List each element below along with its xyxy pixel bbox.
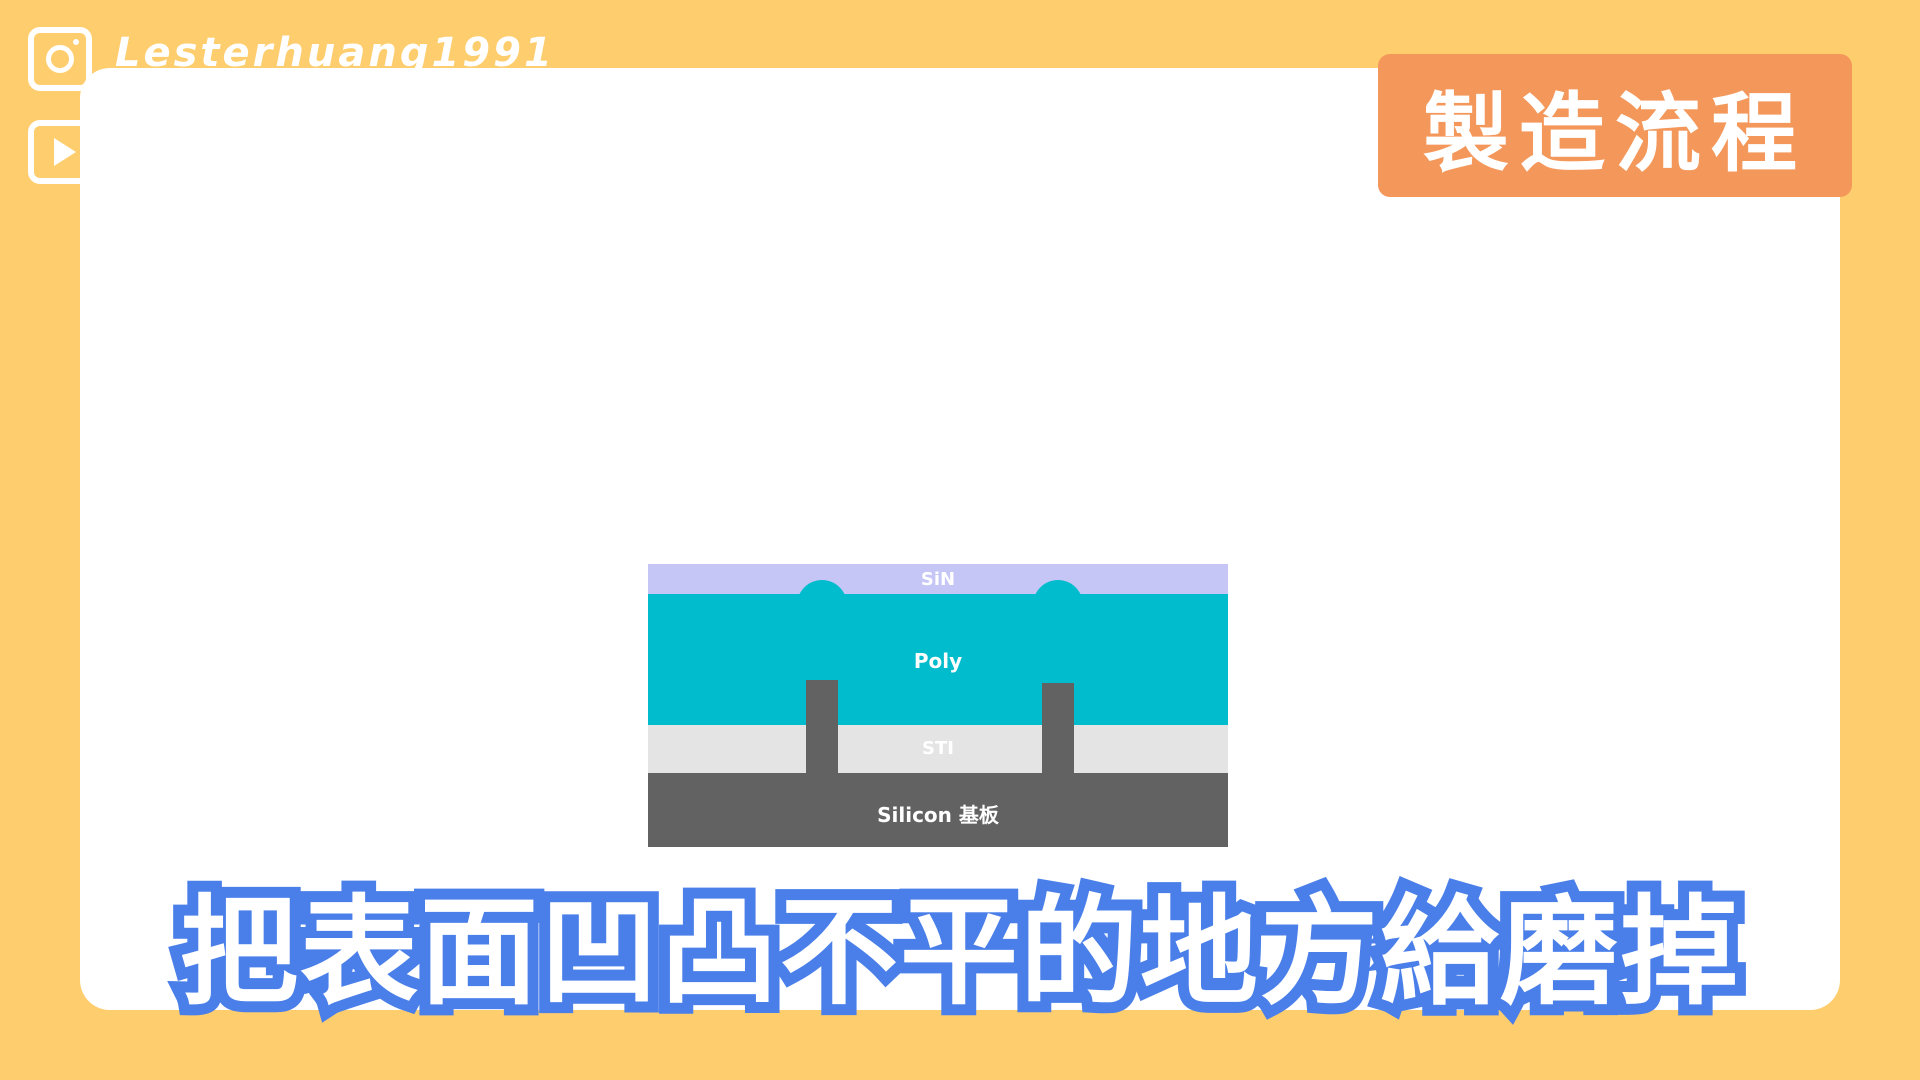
content-panel <box>80 68 1840 1010</box>
silicon-substrate-layer <box>648 773 1228 847</box>
poly-label: Poly <box>913 649 963 673</box>
poly-layer <box>648 594 1228 725</box>
sti-label: STI <box>922 738 954 759</box>
instagram-icon <box>28 27 92 91</box>
subtitle-caption: 把表面凹凸不平的地方給磨掉 <box>169 872 1749 1032</box>
sti-layer <box>648 725 1228 773</box>
sin-label: SiN <box>920 569 956 590</box>
cross-section-diagram: SiN Poly STI Silicon 基板 <box>648 564 1228 847</box>
section-title-badge: 製造流程 <box>1378 54 1852 197</box>
silicon-pillar-left <box>806 680 838 775</box>
sin-layer <box>648 564 1228 594</box>
silicon-pillar-right <box>1042 683 1074 775</box>
silicon-label: Silicon 基板 <box>877 803 999 827</box>
section-title: 製造流程 <box>1423 84 1807 184</box>
